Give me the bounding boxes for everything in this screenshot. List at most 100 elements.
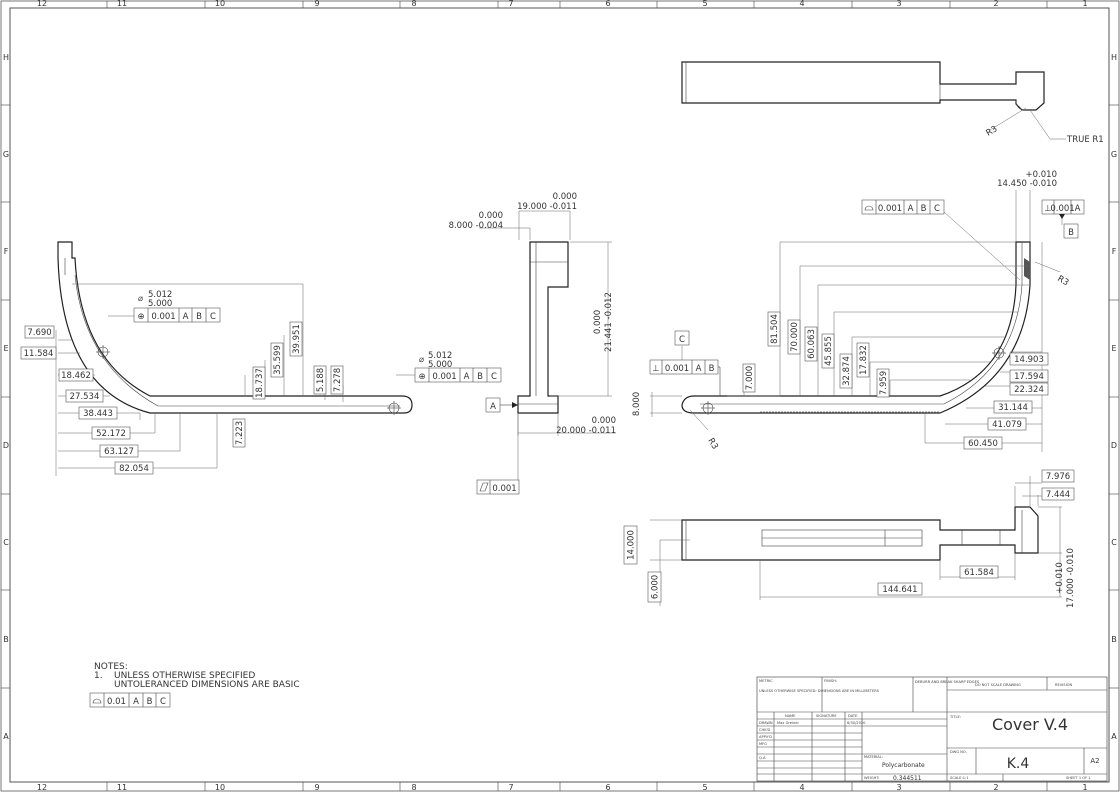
zone-col-label: 6 [605, 0, 610, 8]
svg-text:0.001: 0.001 [878, 204, 902, 214]
zone-col-label: 10 [215, 783, 225, 792]
zone-col-label: 12 [37, 0, 47, 8]
tb-size: A2 [1090, 757, 1099, 765]
zone-col-label: 8 [411, 783, 416, 792]
svg-text:0.001: 0.001 [492, 484, 516, 494]
tb-dwg-no: K.4 [1007, 756, 1030, 772]
mid-bottom-tol: 20.000 -0.011 [556, 426, 616, 436]
mid-bottom-tol-upper: 0.000 [592, 416, 616, 426]
tb-drawn-date: 6/30/2020 [847, 721, 866, 725]
notes-heading: NOTES: [94, 662, 128, 672]
mid-left-tol: 8.000 -0.004 [449, 221, 503, 231]
diameter-symbol: ⌀ [419, 355, 424, 365]
mid-height-tol-upper: 0.000 [593, 310, 603, 334]
tb-no-scale: DO NOT SCALE DRAWING [975, 683, 1021, 687]
svg-text:A: A [464, 372, 470, 382]
mid-top-tol-upper: 0.000 [553, 192, 577, 202]
zone-col-label: 1 [1082, 0, 1087, 8]
dim-82054: 82.054 [119, 464, 149, 474]
dim-144641: 144.641 [882, 585, 917, 595]
perpendicular-icon: ⊥ [1044, 204, 1051, 214]
hole1-dia-low: 5.000 [148, 299, 172, 309]
dim-63127: 63.127 [104, 447, 134, 457]
flatness-icon [479, 482, 489, 492]
tb-sheet: SHEET 1 OF 1 [1066, 776, 1091, 780]
tb-deburr: DEBURR AND BREAK SHARP EDGES [915, 680, 980, 684]
dim-14000: 14.000 [627, 530, 637, 560]
zone-col-label: 1 [1082, 783, 1087, 792]
position-icon: ⊕ [418, 372, 425, 382]
dim-60450: 60.450 [968, 439, 998, 449]
zone-col-label: 8 [411, 0, 416, 8]
svg-text:0.001: 0.001 [1050, 204, 1074, 214]
dim-7278: 7.278 [333, 368, 343, 392]
zone-row-label: B [3, 635, 9, 644]
zone-row-label: C [1111, 538, 1117, 547]
hole2-dia-low: 5.000 [428, 360, 452, 370]
right-radius: R3 [1056, 274, 1071, 288]
dim-7976: 7.976 [1046, 472, 1070, 482]
mid-left-tol-upper: 0.000 [479, 211, 503, 221]
tb-mfg: MFG [759, 742, 767, 746]
dim-17832: 17.832 [859, 345, 869, 375]
svg-text:0.001: 0.001 [432, 372, 456, 382]
right-radius-bottom: R3 [705, 437, 719, 452]
svg-text:C: C [160, 697, 166, 707]
zone-col-label: 5 [702, 0, 707, 8]
profile-surface-icon [864, 205, 874, 211]
svg-text:A: A [696, 364, 702, 374]
dim-81504: 81.504 [770, 314, 780, 344]
zone-row-label: E [1111, 344, 1116, 353]
dim-7223: 7.223 [235, 421, 245, 445]
mid-height-tol: 21.441 -0.012 [604, 292, 614, 352]
zone-row-label: H [3, 53, 9, 62]
perpendicular-icon: ⊥ [652, 364, 659, 374]
svg-text:B: B [709, 364, 715, 374]
dim-61584: 61.584 [964, 568, 994, 578]
middle-view: 0.000 19.000 -0.011 0.000 8.000 -0.004 0… [449, 192, 616, 495]
dim-70000: 70.000 [790, 322, 800, 352]
zone-col-label: 3 [896, 0, 901, 8]
bottom-tol-upper: +0.010 [1055, 562, 1065, 593]
dim-31144: 31.144 [998, 403, 1028, 413]
tb-weight-label: WEIGHT: [864, 776, 879, 780]
right-tol-upper: +0.010 [1026, 170, 1057, 180]
flatness-fcf: 0.001 [476, 479, 520, 495]
svg-text:C: C [210, 312, 216, 322]
sheet-inner-border [9, 7, 1110, 783]
dim-14903: 14.903 [1014, 355, 1044, 365]
datum-c: C [679, 335, 685, 345]
svg-text:B: B [921, 204, 927, 214]
dim-7000: 7.000 [745, 366, 755, 390]
dim-52172: 52.172 [96, 429, 126, 439]
dim-38443: 38.443 [83, 409, 113, 419]
hole2-fcf: ⊕ 0.001 A B C [414, 367, 502, 383]
dim-41079: 41.079 [992, 420, 1022, 430]
zone-col-label: 9 [314, 783, 319, 792]
notes-line2: UNTOLERANCED DIMENSIONS ARE BASIC [114, 680, 300, 690]
right-tol-main: 14.450 -0.010 [997, 179, 1057, 189]
zone-col-label: 3 [896, 783, 901, 792]
top-right-view: R3 TRUE R1 [681, 61, 1104, 145]
zone-row-label: A [1111, 732, 1117, 741]
top-callout: TRUE R1 [1066, 135, 1104, 145]
diameter-symbol: ⌀ [138, 294, 143, 304]
dim-60063: 60.063 [807, 329, 817, 359]
zone-row-label: G [1111, 150, 1117, 159]
svg-text:A: A [133, 697, 139, 707]
tb-appvd: APPV'D [759, 735, 772, 739]
svg-text:C: C [934, 204, 940, 214]
dim-7959: 7.959 [879, 371, 889, 395]
zone-row-label: D [3, 441, 9, 450]
tb-col-date: DATE [848, 714, 858, 718]
datum-a: A [490, 402, 496, 412]
tb-scale: SCALE:1:1 [950, 776, 969, 780]
zone-row-label: E [3, 344, 8, 353]
dim-45855: 45.855 [824, 336, 834, 366]
dim-35599: 35.599 [273, 345, 283, 375]
tb-qa: Q.A [759, 756, 766, 760]
zone-col-label: 10 [215, 0, 225, 8]
datum-b: B [1068, 228, 1074, 238]
tb-drawn-name: Max Greiner [777, 721, 799, 725]
